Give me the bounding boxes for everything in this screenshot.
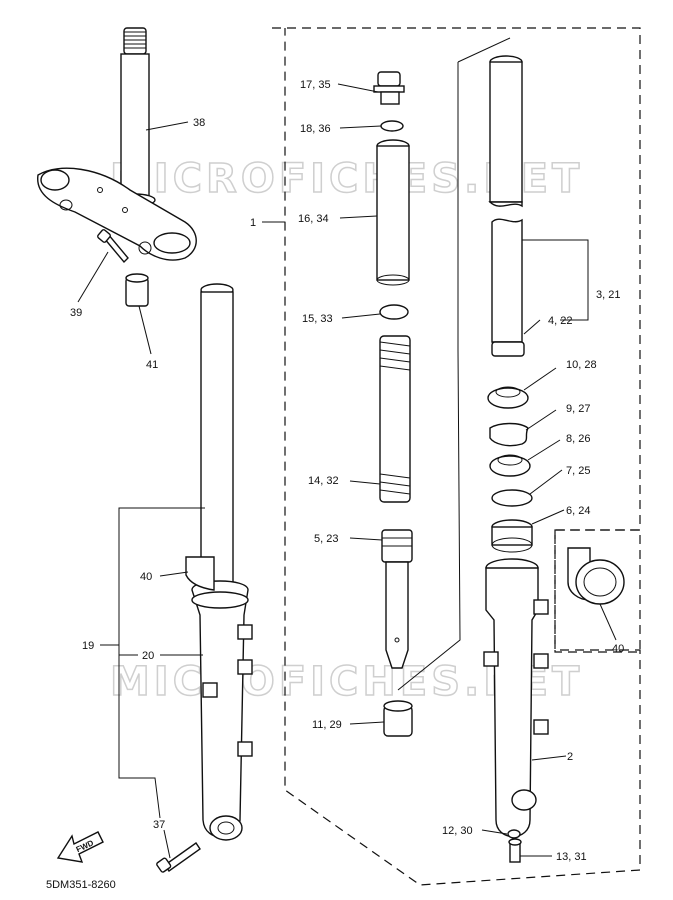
label-41: 41: [146, 359, 158, 371]
label-38: 38: [193, 117, 205, 129]
bolt-39: [97, 229, 129, 264]
gasket-12: [507, 829, 521, 839]
leader-4-22: [523, 319, 541, 335]
label-19: 19: [82, 640, 94, 652]
part-labels: 1 2 3, 21 4, 22 5, 23 6, 24 7, 25 8, 26 …: [70, 79, 624, 863]
leader-lines: [77, 83, 617, 859]
label-37: 37: [153, 819, 165, 831]
label-12-30: 12, 30: [442, 825, 473, 837]
spacer-16: [376, 139, 410, 286]
washer-15: [379, 304, 409, 320]
bracket-3-21: [522, 239, 589, 321]
taper-spindle-11: [383, 700, 413, 737]
label-3-21: 3, 21: [596, 289, 620, 301]
fork-guard-40-right: [567, 547, 625, 605]
label-5-23: 5, 23: [314, 533, 338, 545]
label-4-22: 4, 22: [548, 315, 572, 327]
fork-spring-14: [379, 335, 411, 503]
slide-bushing-4: [491, 341, 525, 357]
label-18-36: 18, 36: [300, 123, 331, 135]
bolt-37: [156, 842, 201, 873]
steering-stem-38: [114, 27, 156, 207]
label-11-29: 11, 29: [312, 719, 342, 731]
assembly-boundary-main: [272, 27, 641, 886]
label-10-28: 10, 28: [566, 359, 597, 371]
damper-rod-5: [381, 529, 413, 669]
fwd-label: FWD: [75, 838, 96, 854]
label-39: 39: [70, 307, 82, 319]
oil-seal-8: [489, 454, 531, 477]
label-16-34: 16, 34: [298, 213, 329, 225]
fork-guard-40-left: [185, 556, 215, 591]
label-9-27: 9, 27: [566, 403, 590, 415]
label-2: 2: [567, 751, 573, 763]
label-20: 20: [142, 650, 154, 662]
outer-tube-20: [191, 580, 253, 841]
spacer-41: [125, 273, 149, 307]
inner-tube-lower-3: [491, 218, 523, 343]
diagram-code: 5DM351-8260: [46, 879, 116, 891]
fwd-arrow-icon: FWD: [56, 831, 104, 863]
assembly-boundary-guard: [554, 529, 641, 653]
label-40-left: 40: [140, 571, 152, 583]
dust-seal-10: [487, 386, 529, 409]
label-14-32: 14, 32: [308, 475, 339, 487]
outer-tube-2: [483, 558, 549, 837]
inner-tube-top-3: [488, 55, 523, 208]
label-8-26: 8, 26: [566, 433, 590, 445]
label-7-25: 7, 25: [566, 465, 590, 477]
label-1: 1: [250, 217, 256, 229]
label-17-35: 17, 35: [300, 79, 331, 91]
slide-bushing-6: [491, 519, 533, 553]
inner-tube-assembled: [200, 283, 234, 593]
label-13-31: 13, 31: [556, 851, 587, 863]
clip-9: [489, 422, 529, 447]
guide-line: [397, 37, 511, 691]
label-40-right: 40: [612, 643, 624, 655]
label-6-24: 6, 24: [566, 505, 590, 517]
cap-bolt-17: [373, 71, 405, 105]
under-bracket: [37, 167, 197, 261]
bracket-19: [118, 507, 205, 819]
washer-7: [491, 489, 533, 507]
o-ring-18: [380, 120, 404, 132]
label-15-33: 15, 33: [302, 313, 333, 325]
drain-bolt-13: [508, 838, 522, 863]
